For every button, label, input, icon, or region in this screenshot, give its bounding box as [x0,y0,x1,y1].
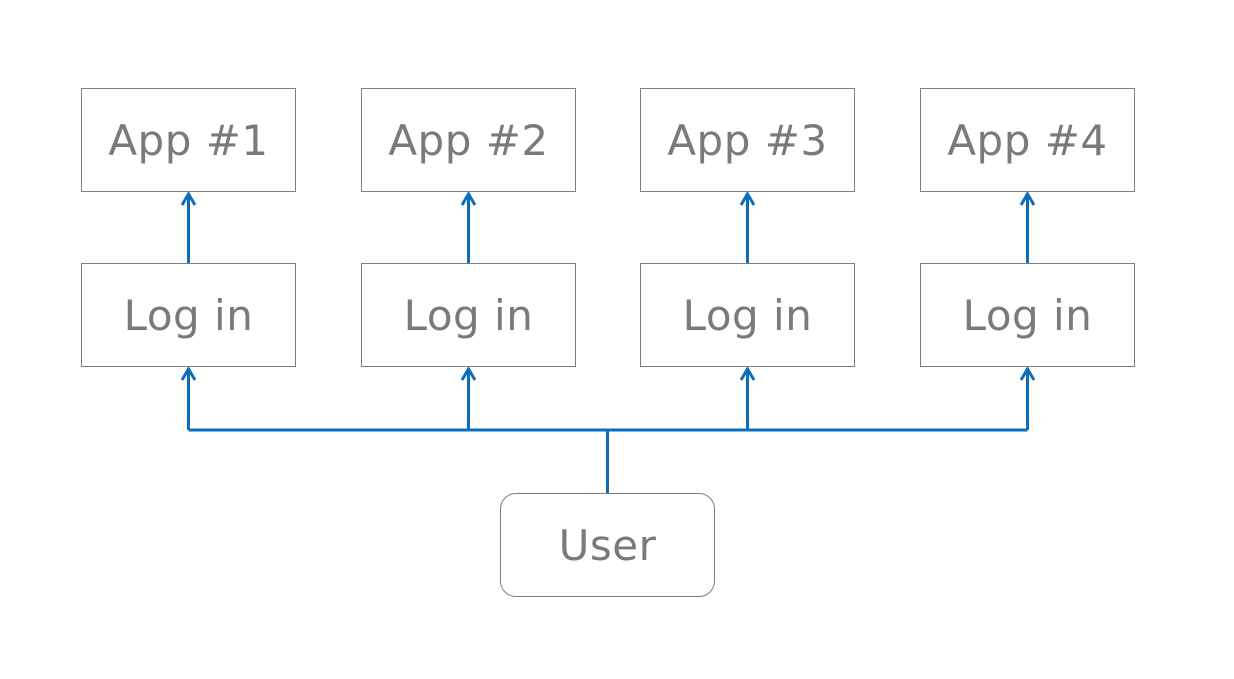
arrowhead-login-2 [460,366,477,381]
arrowhead-app-4 [1019,191,1036,206]
login-box-2: Log in [361,263,576,367]
login-label-1: Log in [123,290,254,340]
user-box: User [500,493,715,597]
arrowhead-login-4 [1019,366,1036,381]
arrowhead-login-3 [739,366,756,381]
user-label: User [558,520,657,570]
arrowhead-app-1 [180,191,197,206]
login-box-3: Log in [640,263,855,367]
app-box-1: App #1 [81,88,296,192]
arrowhead-login-1 [180,366,197,381]
login-label-2: Log in [403,290,534,340]
login-label-3: Log in [682,290,813,340]
app-label-1: App #1 [108,115,269,165]
app-label-4: App #4 [947,115,1108,165]
arrowhead-app-3 [739,191,756,206]
app-label-2: App #2 [388,115,549,165]
arrowhead-app-2 [460,191,477,206]
login-label-4: Log in [962,290,1093,340]
app-box-4: App #4 [920,88,1135,192]
app-label-3: App #3 [667,115,828,165]
login-box-4: Log in [920,263,1135,367]
login-box-1: Log in [81,263,296,367]
app-box-3: App #3 [640,88,855,192]
app-box-2: App #2 [361,88,576,192]
